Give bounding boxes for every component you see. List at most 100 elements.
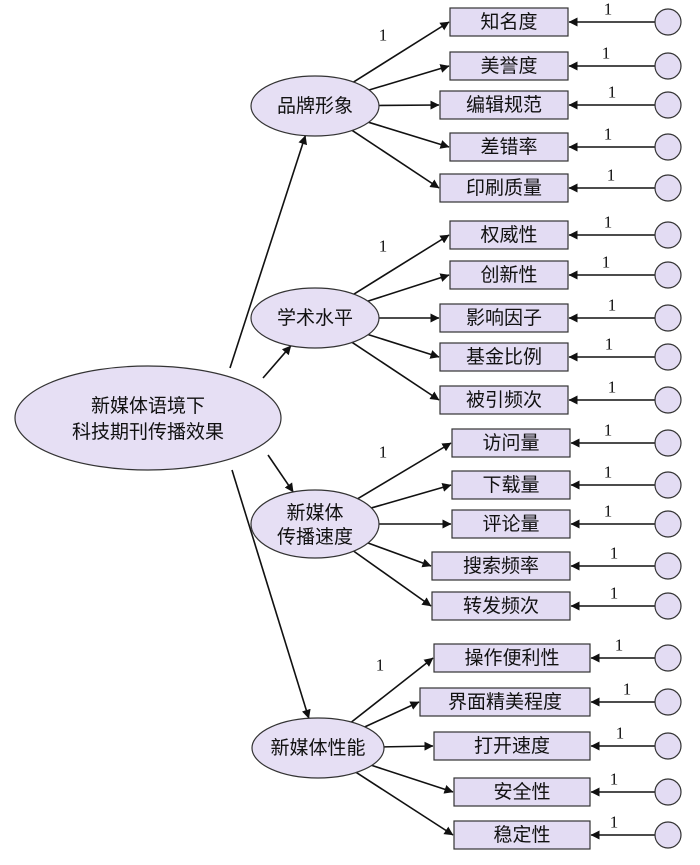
factor-2	[250, 287, 380, 349]
error-path-label: 1	[608, 83, 617, 102]
factor-4-to-indicator-5-arrow	[355, 771, 454, 836]
factor-1-label: 品牌形象	[277, 95, 353, 117]
factor-4-label: 新媒体性能	[270, 737, 365, 759]
error-term-circle	[654, 133, 682, 161]
indicator-box	[451, 428, 571, 458]
factor-2-to-indicator-5-arrow	[351, 341, 440, 401]
indicator-box	[439, 303, 569, 333]
error-path-label: 1	[623, 680, 632, 699]
root-to-factor-4-arrow	[231, 469, 311, 719]
indicator-box	[433, 643, 591, 673]
factor-1-to-indicator-2-arrow	[368, 64, 450, 91]
factor-4-to-indicator-3-arrow	[383, 741, 434, 751]
error-term-circle	[654, 386, 682, 414]
indicator-label: 操作便利性	[464, 647, 559, 669]
indicator-box	[449, 51, 569, 81]
indicator-label: 稳定性	[493, 824, 550, 846]
error-term-circle	[654, 778, 682, 806]
indicator-label: 转发频次	[463, 595, 539, 617]
error-path-label: 1	[610, 584, 619, 603]
error-path-label: 1	[607, 166, 616, 185]
indicator-label: 知名度	[480, 11, 537, 33]
error-term-circle	[654, 261, 682, 289]
error-path-label: 1	[602, 253, 611, 272]
factor-2-loading-label: 1	[379, 237, 388, 256]
indicator-box	[419, 687, 591, 717]
factor-3	[250, 489, 380, 559]
root-to-factor-2-arrow	[262, 345, 292, 379]
error-term-circle	[654, 221, 682, 249]
indicator-box	[449, 7, 569, 37]
indicator-label: 搜索频率	[463, 555, 539, 577]
factor-3-to-indicator-5-arrow	[353, 550, 432, 607]
error-term-circle	[654, 429, 682, 457]
factor-3-to-indicator-2-arrow	[371, 483, 452, 509]
factor-1-loading-label: 1	[379, 26, 388, 45]
indicator-label: 界面精美程度	[448, 691, 562, 713]
factor-4-loading-label: 1	[376, 656, 385, 675]
factor-1-to-indicator-1-arrow	[353, 21, 450, 83]
error-term-circle	[654, 644, 682, 672]
indicator-label: 创新性	[480, 264, 537, 286]
factor-3-label-line1: 新媒体	[286, 502, 343, 524]
indicator-box	[439, 385, 569, 415]
error-path-label: 1	[604, 0, 613, 19]
factor-3-to-indicator-1-arrow	[357, 442, 452, 500]
indicator-box	[439, 90, 569, 120]
indicator-label: 打开速度	[474, 735, 550, 757]
indicator-box	[439, 342, 569, 372]
indicator-box	[449, 132, 569, 162]
factor-3-label-line2: 传播速度	[277, 526, 353, 548]
error-path-label: 1	[610, 544, 619, 563]
error-term-circle	[654, 91, 682, 119]
error-term-circle	[654, 343, 682, 371]
error-term-circle	[654, 688, 682, 716]
root-construct-line1: 新媒体语境下	[91, 395, 205, 417]
error-term-circle	[654, 732, 682, 760]
factor-4-to-indicator-4-arrow	[371, 764, 454, 794]
indicator-label: 印刷质量	[466, 177, 542, 199]
error-path-label: 1	[604, 463, 613, 482]
factor-3-loading-label: 1	[379, 443, 388, 462]
error-term-circle	[654, 552, 682, 580]
indicator-box	[433, 731, 591, 761]
factor-2-to-indicator-4-arrow	[368, 333, 440, 359]
error-term-circle	[654, 592, 682, 620]
factor-4	[251, 717, 385, 779]
factor-2-to-indicator-2-arrow	[367, 273, 450, 302]
error-term-circle	[654, 8, 682, 36]
indicator-box	[431, 551, 571, 581]
factor-4-to-indicator-1-arrow	[350, 657, 434, 723]
error-path-label: 1	[604, 502, 613, 521]
error-path-label: 1	[602, 44, 611, 63]
root-to-factor-3-arrow	[267, 454, 294, 493]
error-path-label: 1	[608, 296, 617, 315]
error-path-label: 1	[615, 636, 624, 655]
error-path-label: 1	[604, 421, 613, 440]
factor-3-to-indicator-4-arrow	[367, 542, 432, 568]
error-path-label: 1	[605, 335, 614, 354]
error-path-label: 1	[616, 724, 625, 743]
factor-2-to-indicator-1-arrow	[353, 234, 450, 295]
root-to-factor-1-arrow	[229, 135, 308, 369]
factor-1	[250, 75, 380, 137]
factor-4-to-indicator-2-arrow	[364, 701, 420, 728]
error-term-circle	[654, 52, 682, 80]
indicator-box	[451, 509, 571, 539]
indicator-label: 评论量	[482, 513, 539, 535]
indicator-box	[431, 591, 571, 621]
factor-1-to-indicator-5-arrow	[351, 129, 440, 189]
indicator-label: 被引频次	[466, 389, 542, 411]
error-term-circle	[654, 304, 682, 332]
factor-1-to-indicator-4-arrow	[368, 121, 450, 149]
error-path-label: 1	[610, 813, 619, 832]
indicator-label: 差错率	[480, 136, 537, 158]
error-path-label: 1	[604, 125, 613, 144]
indicator-box	[453, 777, 591, 807]
indicator-label: 影响因子	[466, 307, 542, 329]
factor-2-label: 学术水平	[277, 307, 353, 329]
error-path-label: 1	[604, 213, 613, 232]
error-path-label: 1	[610, 770, 619, 789]
indicator-label: 安全性	[493, 781, 550, 803]
